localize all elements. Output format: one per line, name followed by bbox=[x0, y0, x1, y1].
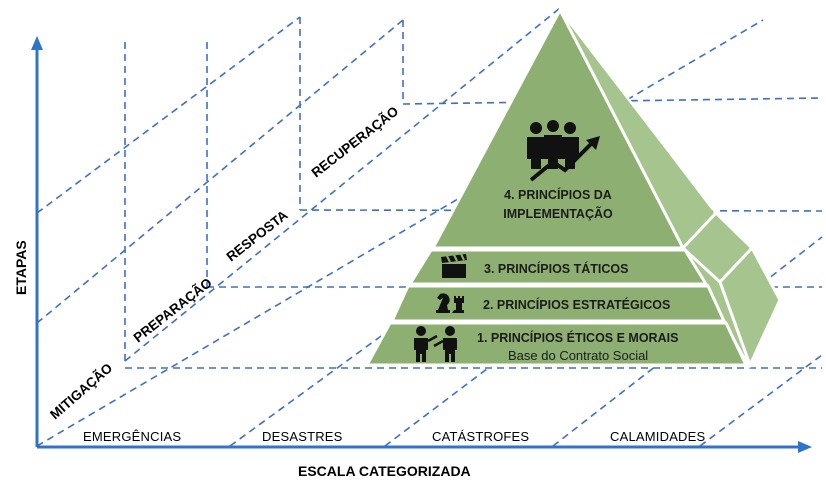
chess-pieces-icon bbox=[436, 293, 464, 313]
pyramid-tier-2 bbox=[389, 284, 727, 323]
team-growth-icon bbox=[527, 120, 600, 182]
category-label-emergencies: EMERGÊNCIAS bbox=[83, 429, 181, 444]
people-talking-icon bbox=[414, 326, 457, 362]
stage-label-mitigation: MITIGAÇÃO bbox=[47, 360, 115, 422]
category-label-disasters: DESASTRES bbox=[262, 429, 343, 444]
clapperboard-icon bbox=[441, 253, 467, 278]
stage-label-recovery: RECUPERAÇÃO bbox=[309, 103, 402, 180]
pyramid-tier-3 bbox=[407, 248, 709, 286]
x-axis-title: ESCALA CATEGORIZADA bbox=[298, 463, 471, 479]
tier1-label: 1. PRINCÍPIOS ÉTICOS E MORAIS bbox=[477, 330, 678, 345]
category-label-catastrophes: CATÁSTROFES bbox=[432, 429, 529, 444]
apex-title-line1: 4. PRINCÍPIOS DA bbox=[504, 187, 612, 202]
tier3-label: 3. PRINCÍPIOS TÁTICOS bbox=[484, 261, 628, 276]
pyramid bbox=[364, 6, 782, 369]
category-label-calamities: CALAMIDADES bbox=[610, 429, 706, 444]
y-axis-title: ETAPAS bbox=[13, 240, 29, 295]
apex-title-line2: IMPLEMENTAÇÃO bbox=[503, 206, 613, 221]
pyramid-tier-1 bbox=[364, 321, 749, 367]
stage-label-preparation: PREPARAÇÃO bbox=[131, 275, 215, 345]
tier2-label: 2. PRINCÍPIOS ESTRATÉGICOS bbox=[483, 297, 670, 312]
axes bbox=[31, 36, 812, 453]
stage-label-response: RESPOSTA bbox=[224, 207, 291, 264]
tier1-sublabel: Base do Contrato Social bbox=[508, 348, 648, 363]
